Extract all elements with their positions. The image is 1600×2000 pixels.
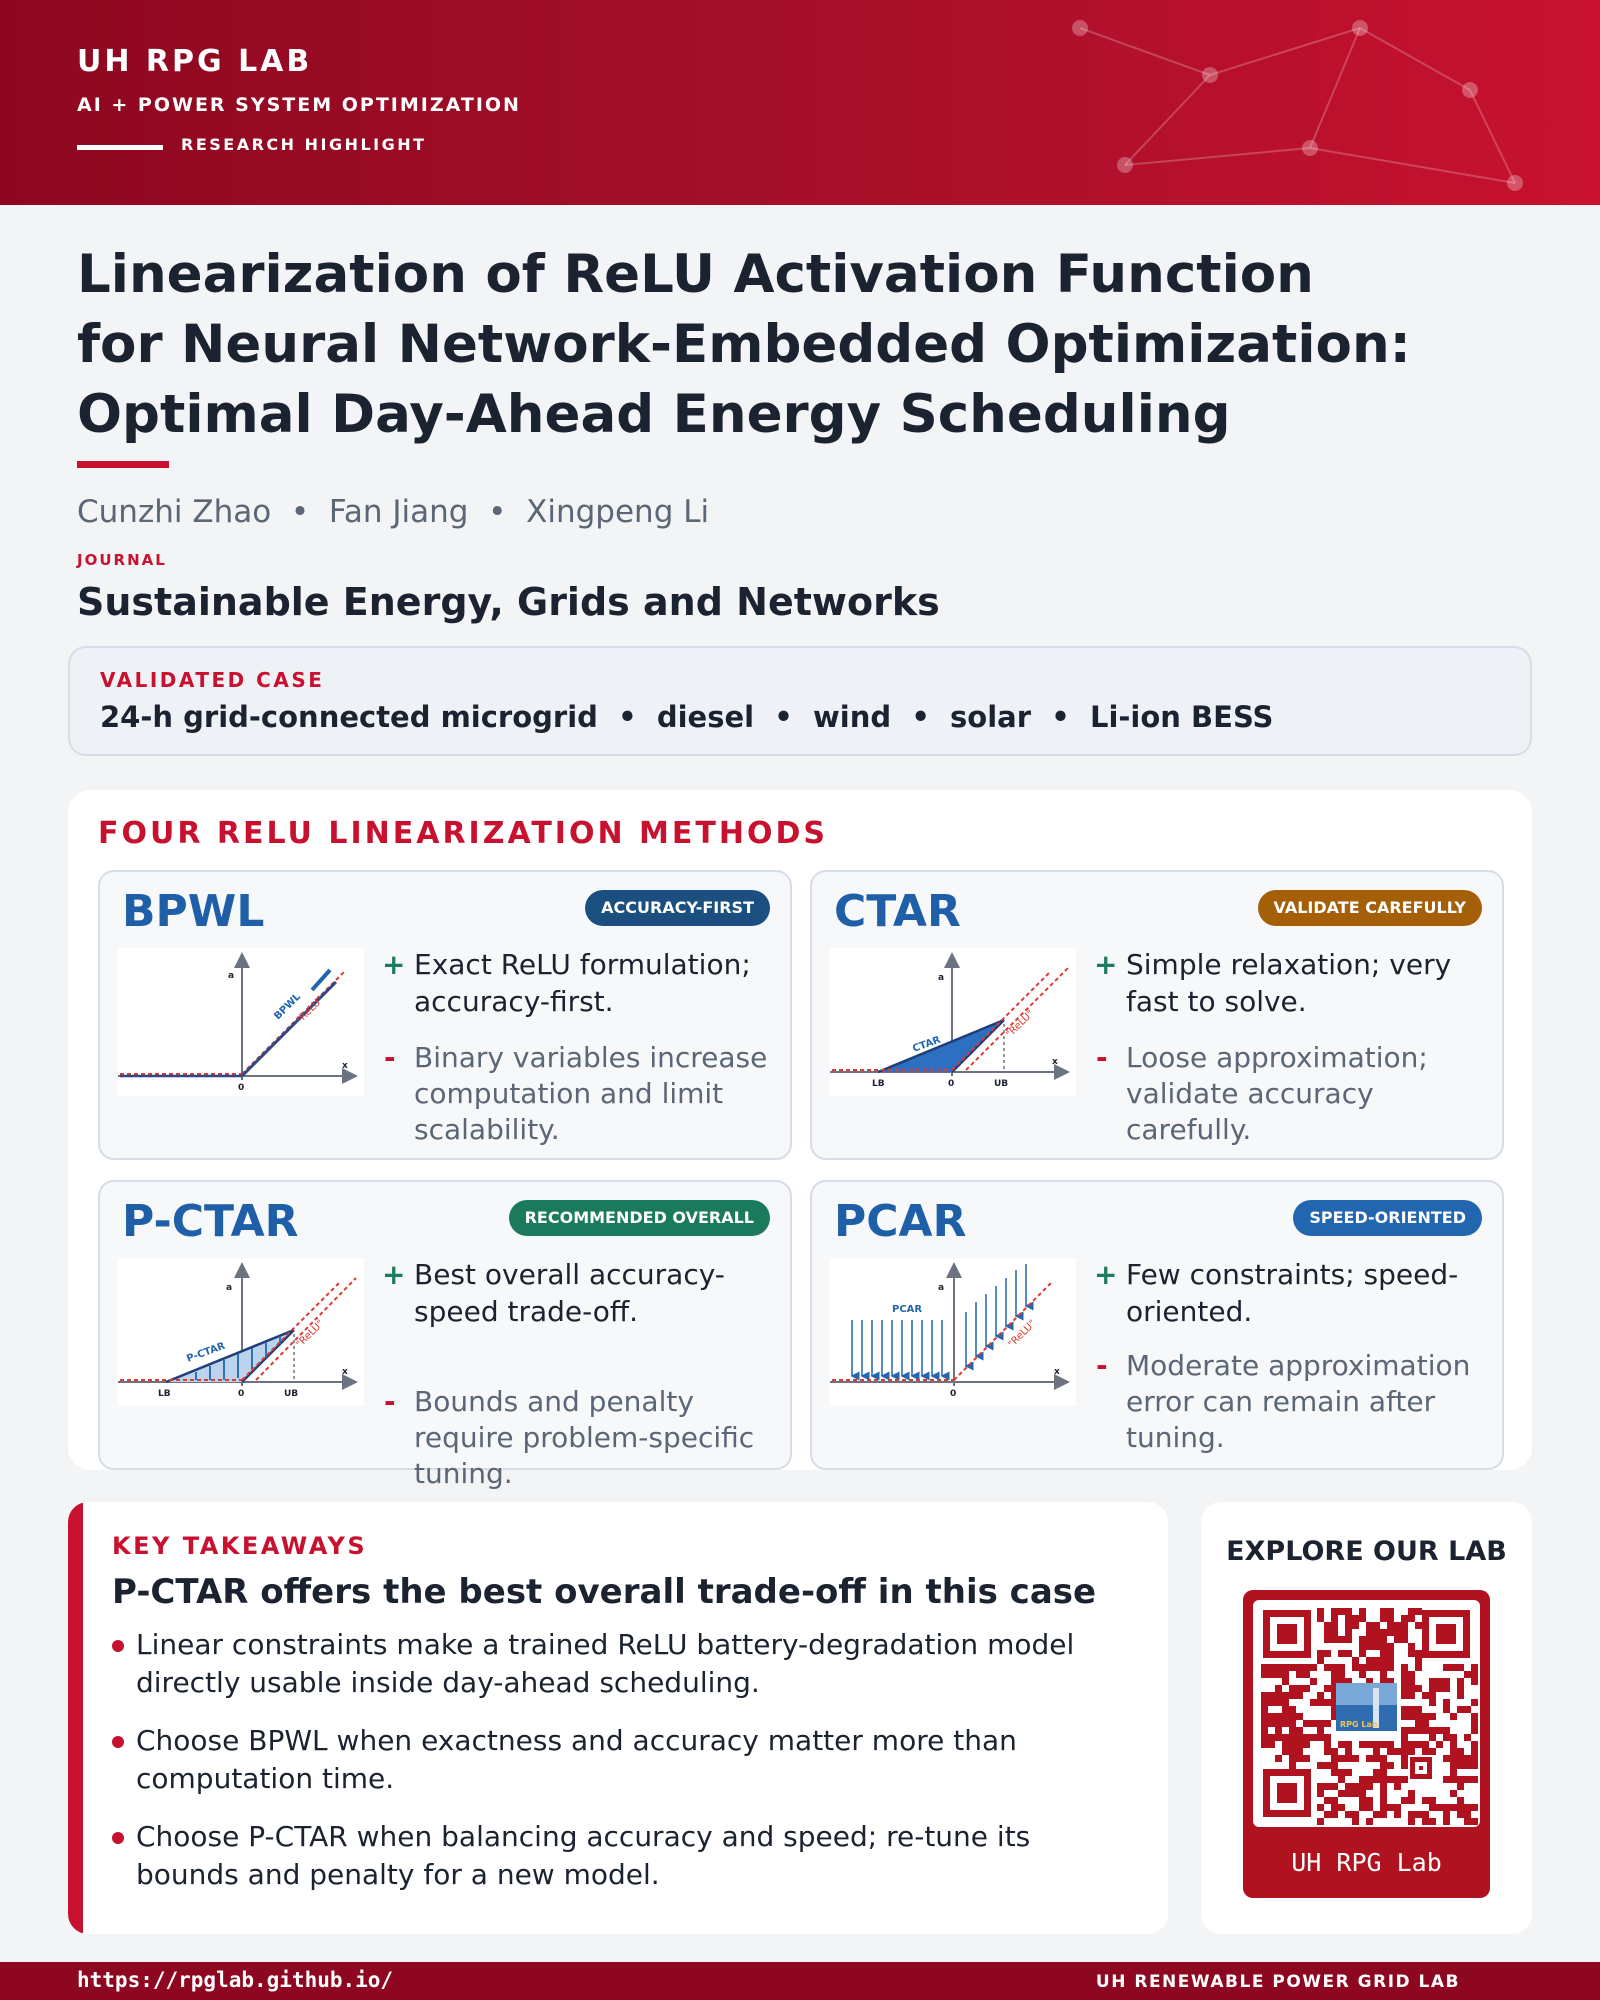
qr-pattern: RPG Lab — [1261, 1608, 1478, 1825]
method-card-ctar: CTAR VALIDATE CAREFULLY a x 0 LB UB CTAR… — [810, 870, 1504, 1160]
pro-point: + Few constraints; speed-oriented. — [1094, 1256, 1489, 1330]
pro-point: + Best overall accuracy-speed trade-off. — [382, 1256, 777, 1330]
axis-a-label: a — [228, 971, 234, 981]
axis-a-label: a — [226, 1283, 232, 1293]
method-card-pcar: PCAR SPEED-ORIENTED — [810, 1180, 1504, 1470]
methods-panel: FOUR RELU LINEARIZATION METHODS BPWL ACC… — [68, 790, 1532, 1490]
pcar-diagram: a x 0 PCAR "ReLU" — [830, 1258, 1076, 1406]
methods-heading: FOUR RELU LINEARIZATION METHODS — [98, 816, 828, 851]
lb-label: LB — [158, 1389, 171, 1399]
axis-zero-label: 0 — [948, 1079, 954, 1089]
footer-url-link[interactable]: https://rpglab.github.io/ — [77, 1968, 394, 1992]
journal-label: JOURNAL — [77, 551, 167, 569]
method-name: PCAR — [834, 1196, 967, 1247]
method-card-bpwl: BPWL ACCURACY-FIRST a x 0 BPWL "ReLU" + … — [98, 870, 792, 1160]
axis-x-label: x — [342, 1061, 348, 1071]
ub-label: UB — [994, 1079, 1008, 1089]
header-banner: UH RPG LAB AI + POWER SYSTEM OPTIMIZATIO… — [0, 0, 1600, 205]
method-card-p-ctar: P-CTAR RECOMMENDED OVERALL a x 0 LB UB — [98, 1180, 792, 1490]
minus-icon: - — [384, 1385, 396, 1418]
takeaways-label: KEY TAKEAWAYS — [112, 1532, 368, 1560]
minus-icon: - — [1096, 1349, 1108, 1382]
list-item: Linear constraints make a trained ReLU b… — [112, 1626, 1132, 1702]
footer-lab-name: UH RENEWABLE POWER GRID LAB — [1095, 1972, 1460, 1992]
footer: https://rpglab.github.io/ UH RENEWABLE P… — [0, 1962, 1600, 2000]
axis-a-label: a — [938, 973, 944, 983]
minus-icon: - — [1096, 1041, 1108, 1074]
network-graphic — [1072, 20, 1523, 191]
method-badge: ACCURACY-FIRST — [585, 890, 770, 926]
title-line: for Neural Network-Embedded Optimization… — [77, 314, 1411, 375]
qr-caption: UH RPG Lab — [1291, 1848, 1442, 1877]
journal-name: Sustainable Energy, Grids and Networks — [77, 580, 940, 624]
research-highlight-label: RESEARCH HIGHLIGHT — [181, 135, 427, 154]
con-point: - Loose approximation; validate accuracy… — [1094, 1040, 1489, 1148]
method-badge: RECOMMENDED OVERALL — [508, 1200, 770, 1236]
explore-lab-box: EXPLORE OUR LAB RPG Lab UH RPG Lab — [1201, 1502, 1532, 1934]
axis-x-label: x — [1052, 1057, 1058, 1067]
paper-title: Linearization of ReLU Activation Functio… — [77, 240, 1537, 450]
list-item: Choose P-CTAR when balancing accuracy an… — [112, 1818, 1132, 1894]
pro-text: Few constraints; speed-oriented. — [1126, 1258, 1459, 1328]
minus-icon: - — [384, 1041, 396, 1074]
qr-code[interactable]: RPG Lab UH RPG Lab — [1243, 1590, 1490, 1898]
highlight-rule — [77, 145, 163, 150]
validated-case-text: 24-h grid-connected microgrid • diesel •… — [100, 700, 1274, 734]
validated-case-label: VALIDATED CASE — [100, 668, 325, 692]
pro-text: Simple relaxation; very fast to solve. — [1126, 948, 1452, 1018]
bpwl-diagram: a x 0 BPWL "ReLU" — [118, 948, 364, 1096]
con-point: - Moderate approximation error can remai… — [1094, 1348, 1489, 1456]
axis-x-label: x — [1054, 1367, 1060, 1377]
key-takeaways-box: KEY TAKEAWAYS P-CTAR offers the best ove… — [68, 1502, 1168, 1934]
con-text: Binary variables increase computation an… — [414, 1041, 768, 1146]
method-badge: SPEED-ORIENTED — [1293, 1200, 1482, 1236]
title-line: Linearization of ReLU Activation Functio… — [77, 244, 1314, 305]
axis-a-label: a — [938, 1283, 944, 1293]
con-text: Bounds and penalty require problem-speci… — [414, 1385, 755, 1490]
method-name: P-CTAR — [122, 1196, 299, 1247]
pro-text: Exact ReLU formulation; accuracy-first. — [414, 948, 751, 1018]
plus-icon: + — [1094, 948, 1118, 981]
axis-zero-label: 0 — [238, 1083, 244, 1093]
plus-icon: + — [1094, 1258, 1118, 1291]
con-point: - Binary variables increase computation … — [382, 1040, 777, 1148]
lb-label: LB — [872, 1079, 885, 1089]
accent-bar — [68, 1502, 83, 1934]
title-rule — [77, 461, 169, 468]
validated-case-box: VALIDATED CASE 24-h grid-connected micro… — [68, 646, 1532, 756]
con-point: - Bounds and penalty require problem-spe… — [382, 1384, 777, 1492]
curve-label: PCAR — [892, 1304, 922, 1315]
title-line: Optimal Day-Ahead Energy Scheduling — [77, 384, 1231, 445]
qr-code-matrix[interactable]: RPG Lab — [1253, 1600, 1480, 1827]
ub-label: UB — [284, 1389, 298, 1399]
plus-icon: + — [382, 948, 406, 981]
axis-zero-label: 0 — [238, 1389, 244, 1399]
pro-point: + Simple relaxation; very fast to solve. — [1094, 946, 1489, 1020]
con-text: Loose approximation; validate accuracy c… — [1126, 1041, 1428, 1146]
list-item: Choose BPWL when exactness and accuracy … — [112, 1722, 1132, 1798]
axis-zero-label: 0 — [950, 1389, 956, 1399]
lab-subtitle: AI + POWER SYSTEM OPTIMIZATION — [77, 94, 521, 116]
p-ctar-diagram: a x 0 LB UB P-CTAR "ReLU" — [118, 1258, 364, 1406]
explore-lab-label: EXPLORE OUR LAB — [1226, 1536, 1507, 1567]
lab-logo-text: RPG Lab — [1340, 1720, 1378, 1729]
plus-icon: + — [382, 1258, 406, 1291]
pro-point: + Exact ReLU formulation; accuracy-first… — [382, 946, 777, 1020]
pro-text: Best overall accuracy-speed trade-off. — [414, 1258, 725, 1328]
con-text: Moderate approximation error can remain … — [1126, 1349, 1471, 1454]
method-name: BPWL — [122, 886, 265, 937]
ctar-diagram: a x 0 LB UB CTAR "ReLU" — [830, 948, 1076, 1096]
takeaways-list: Linear constraints make a trained ReLU b… — [112, 1626, 1132, 1914]
takeaways-title: P-CTAR offers the best overall trade-off… — [112, 1572, 1097, 1612]
method-badge: VALIDATE CAREFULLY — [1257, 890, 1482, 926]
axis-x-label: x — [342, 1367, 348, 1377]
lab-name: UH RPG LAB — [77, 44, 313, 79]
method-name: CTAR — [834, 886, 961, 937]
authors: Cunzhi Zhao • Fan Jiang • Xingpeng Li — [77, 494, 710, 530]
